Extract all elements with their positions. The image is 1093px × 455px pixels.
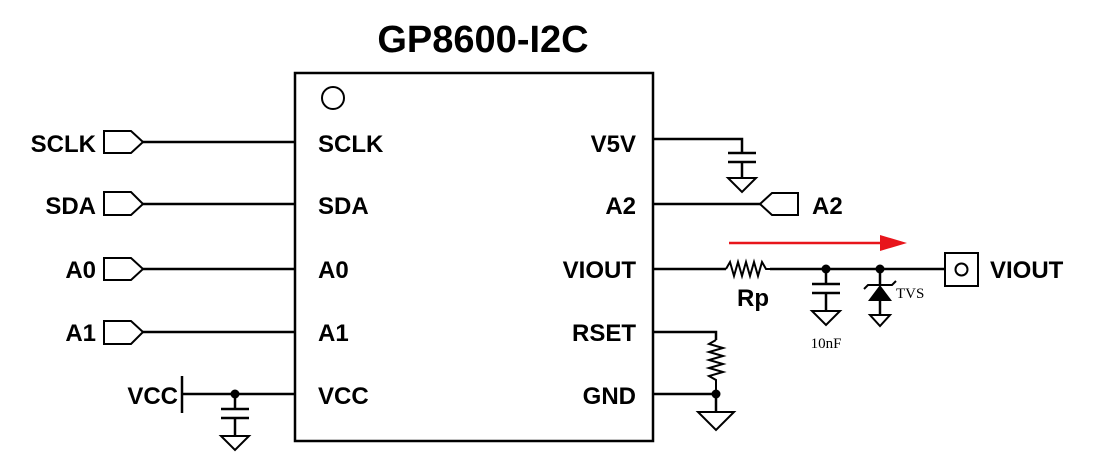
- tvs-label: TVS: [896, 286, 924, 302]
- chip-title: GP8600-I2C: [377, 19, 588, 61]
- chip-pin-sclk: SCLK: [318, 131, 384, 158]
- output-terminal: [944, 252, 979, 287]
- chip-pin-rset: RSET: [572, 320, 636, 347]
- chip-pin-a2: A2: [605, 193, 636, 220]
- chip-pin-a1: A1: [318, 320, 349, 347]
- rp-label: Rp: [737, 285, 769, 312]
- output-port-a2: A2: [653, 192, 843, 220]
- rset-network: [653, 330, 737, 432]
- wire-v5v: [653, 137, 744, 153]
- ground-icon: [867, 314, 893, 328]
- v5v-decoupling: [653, 137, 759, 194]
- terminal-icon: [954, 262, 969, 277]
- input-port-sclk: SCLK: [31, 130, 295, 158]
- wire-rset: [653, 330, 718, 340]
- tvs-bar: [863, 280, 897, 290]
- port-label-sda: SDA: [45, 193, 96, 220]
- port-label-sclk: SCLK: [31, 131, 97, 158]
- port-label-a0: A0: [65, 257, 96, 284]
- ground-icon: [809, 310, 843, 327]
- chip-pin-a0: A0: [318, 257, 349, 284]
- ground-icon: [218, 435, 252, 452]
- chip-pin-viout: VIOUT: [563, 257, 637, 284]
- cap-value-label: 10nF: [811, 336, 842, 352]
- vcc-supply: VCC: [127, 376, 295, 452]
- chip-pin-sda: SDA: [318, 193, 369, 220]
- chip-pin-v5v: V5V: [591, 131, 636, 158]
- port-label-a1: A1: [65, 320, 96, 347]
- resistor-rp: [725, 258, 770, 280]
- port-arrow-icon: [103, 257, 145, 281]
- vcc-label: VCC: [127, 383, 178, 410]
- port-arrow-icon: [103, 191, 145, 216]
- port-arrow-icon: [758, 192, 799, 216]
- port-arrow-icon: [103, 130, 145, 154]
- ground-icon: [725, 177, 759, 194]
- chip-pin-gnd: GND: [583, 383, 636, 410]
- port-label-a2: A2: [812, 193, 843, 220]
- input-port-a1: A1: [65, 320, 295, 347]
- tvs-diode-icon: [868, 285, 892, 301]
- viout-network: Rp 10nF TVS VIOUT: [653, 252, 1064, 352]
- chip-pin-vcc: VCC: [318, 383, 369, 410]
- chip-body: [293, 71, 655, 443]
- arrow-head-icon: [880, 235, 907, 251]
- resistor-rset: [705, 339, 727, 394]
- ground-icon: [695, 411, 737, 432]
- output-label: VIOUT: [990, 257, 1064, 284]
- pin1-marker-icon: [321, 86, 345, 110]
- input-port-a0: A0: [65, 257, 295, 284]
- port-arrow-icon: [103, 320, 145, 345]
- current-direction-arrow: [729, 235, 907, 251]
- input-port-sda: SDA: [45, 191, 295, 220]
